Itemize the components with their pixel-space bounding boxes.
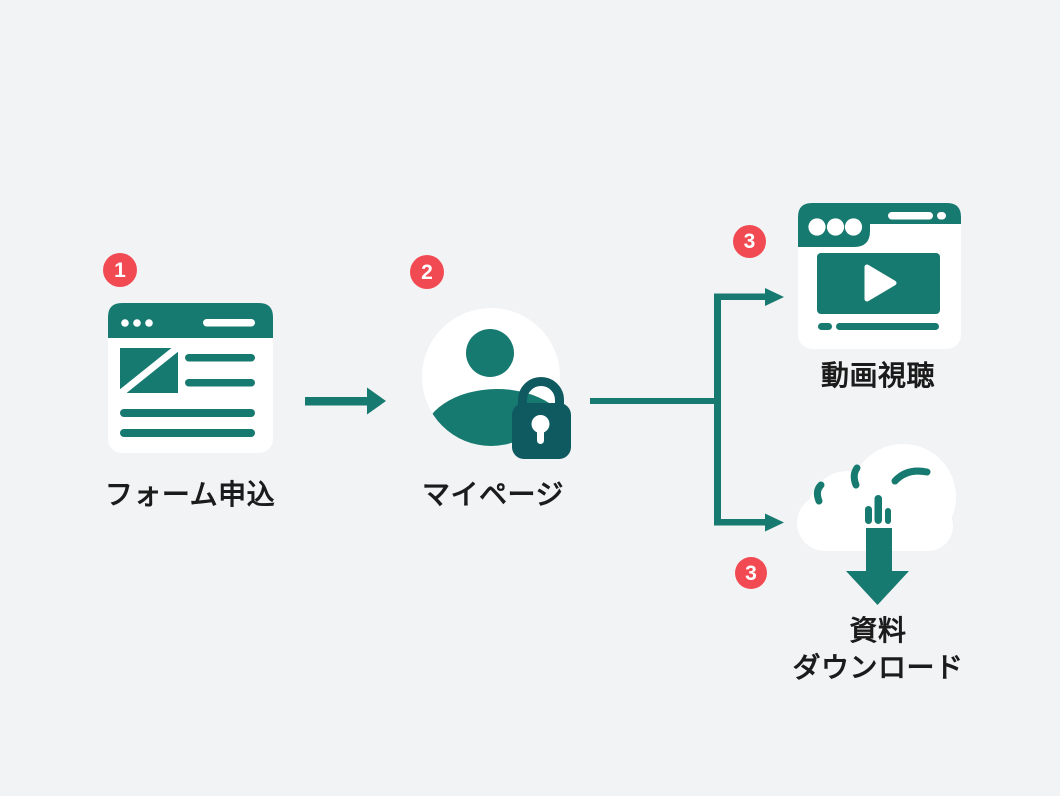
cloud-icon bbox=[797, 444, 956, 551]
step-3-download-label-line1: 資料 bbox=[849, 615, 907, 646]
step-2-badge: 2 bbox=[410, 255, 444, 289]
video-player-icon bbox=[798, 203, 961, 349]
form-browser-icon bbox=[108, 303, 273, 453]
step-3-download-badge: 3 bbox=[735, 557, 767, 589]
user-lock-icon bbox=[422, 308, 571, 459]
step-1-label: フォーム申込 bbox=[104, 479, 276, 510]
step-3-video-badge: 3 bbox=[733, 225, 766, 258]
download-arrow-icon bbox=[846, 495, 909, 605]
play-icon bbox=[864, 264, 897, 302]
cloud-download-icon bbox=[797, 444, 956, 605]
step-3-download-label: 資料 ダウンロード bbox=[738, 612, 1018, 686]
step-1-badge: 1 bbox=[103, 253, 137, 287]
flow-arrow-1 bbox=[305, 387, 386, 415]
step-3-download-label-line2: ダウンロード bbox=[792, 652, 964, 683]
lock-icon bbox=[512, 377, 571, 459]
step-3-video-label: 動画視聴 bbox=[820, 360, 935, 391]
step-2-label: マイページ bbox=[422, 479, 564, 510]
branch-connector bbox=[590, 288, 784, 532]
